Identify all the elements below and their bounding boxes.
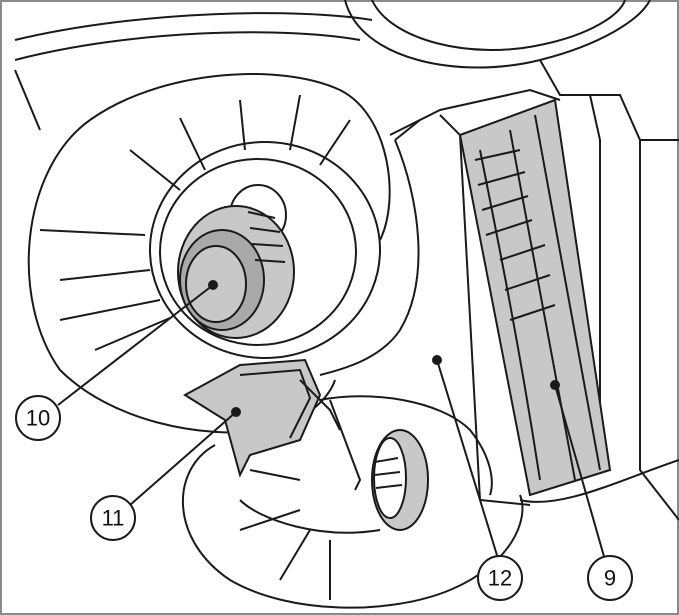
clip-latch	[183, 358, 341, 478]
brush-roll	[458, 98, 612, 497]
callout-11-label: 11	[102, 506, 125, 531]
top-housing	[14, 0, 679, 521]
leader-9	[554, 384, 606, 561]
callout-9-label: 9	[604, 566, 616, 591]
callout-10: 10	[15, 395, 61, 441]
callout-11: 11	[90, 495, 136, 541]
callout-12: 12	[477, 555, 523, 601]
callout-9: 9	[587, 555, 633, 601]
brush-housing	[319, 88, 561, 506]
side-wheel	[177, 184, 295, 339]
lower-shell	[182, 399, 679, 609]
leader-10	[57, 284, 214, 406]
front-caster	[371, 429, 429, 531]
callout-12-label: 12	[488, 566, 512, 591]
callout-10-label: 10	[26, 406, 50, 431]
leader-12	[436, 359, 501, 566]
leader-11	[129, 411, 237, 506]
leader-lines	[57, 280, 606, 566]
